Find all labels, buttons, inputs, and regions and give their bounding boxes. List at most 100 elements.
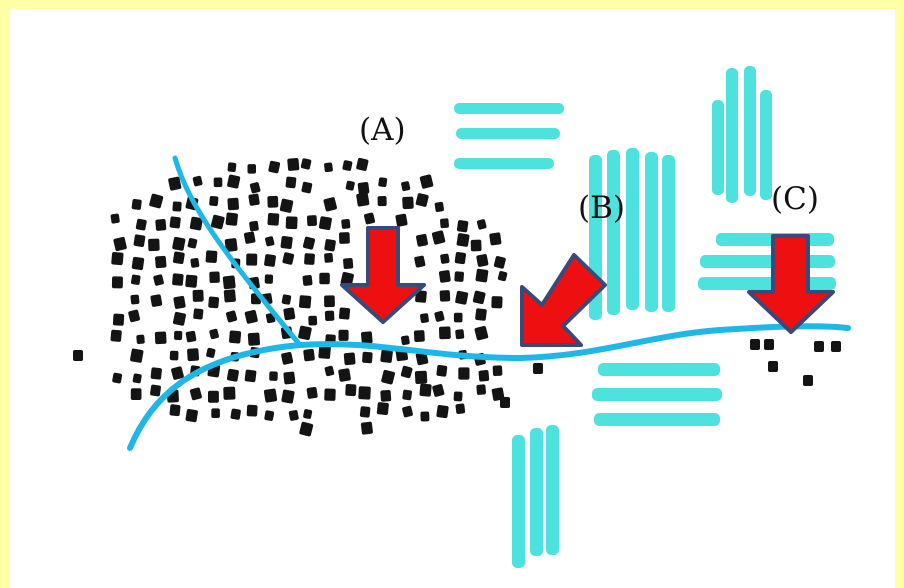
house-dot <box>472 290 486 305</box>
house-dot <box>324 295 335 308</box>
house-dot <box>458 367 470 380</box>
house-dot <box>112 372 123 384</box>
house-dot <box>432 384 445 397</box>
house-dot <box>345 180 355 191</box>
house-dot <box>419 174 434 189</box>
house-dot <box>474 325 489 341</box>
house-dot <box>455 290 469 305</box>
house-dot <box>224 238 238 252</box>
house-dot <box>338 368 351 382</box>
house-dot <box>149 193 164 209</box>
house-dot <box>453 312 463 323</box>
house-dot <box>283 371 296 385</box>
house-dot <box>227 197 240 211</box>
house-dot <box>341 218 351 229</box>
house-dot <box>132 373 142 384</box>
house-dot <box>213 177 223 188</box>
house-dot <box>338 329 349 341</box>
house-dot <box>281 389 295 404</box>
house-dot <box>414 370 428 384</box>
house-dot <box>148 238 160 252</box>
house-dot <box>110 213 120 224</box>
house-dot <box>415 193 429 207</box>
house-dot <box>172 201 182 212</box>
house-dot <box>187 348 200 362</box>
house-dot <box>300 158 312 170</box>
house-dot <box>285 176 297 189</box>
house-dot <box>172 251 185 265</box>
house-dot <box>268 160 281 174</box>
house-dot <box>376 402 389 416</box>
house-dot <box>343 352 356 366</box>
house-dot <box>281 352 294 365</box>
house-dot <box>455 329 465 340</box>
house-dot <box>267 195 279 208</box>
house-dot <box>279 198 294 213</box>
house-dot <box>415 290 427 303</box>
house-dot <box>324 365 335 377</box>
house-dot <box>172 236 186 251</box>
house-dot <box>440 253 450 264</box>
house-dot <box>533 363 543 374</box>
house-dot <box>378 177 388 188</box>
house-dot <box>264 274 274 284</box>
house-dot <box>185 274 198 288</box>
house-dot <box>318 345 331 359</box>
house-dot <box>402 389 413 401</box>
house-dot <box>187 238 198 249</box>
house-dot <box>169 350 179 361</box>
house-dot <box>210 214 225 230</box>
house-dot <box>285 216 298 230</box>
house-dot <box>439 290 451 302</box>
house-dot <box>492 365 503 377</box>
house-dot <box>476 219 487 230</box>
house-dot <box>155 255 167 269</box>
house-dot <box>356 157 369 171</box>
house-dot <box>750 339 760 350</box>
house-dot <box>362 351 373 364</box>
house-dot <box>414 255 426 268</box>
house-dot <box>359 406 371 418</box>
house-dot <box>489 232 502 246</box>
house-dot <box>173 311 186 326</box>
house-dot <box>246 404 258 417</box>
house-dot <box>209 328 219 340</box>
house-dot <box>419 383 432 397</box>
house-dot <box>364 212 376 225</box>
house-dot <box>223 289 236 303</box>
house-dot <box>136 334 145 344</box>
house-dot <box>111 276 123 289</box>
house-dot <box>131 274 141 285</box>
house-dot <box>110 329 122 342</box>
house-dot <box>185 330 197 343</box>
house-dot <box>222 275 236 290</box>
house-dot <box>436 364 448 377</box>
house-dot <box>131 256 145 271</box>
house-dot <box>135 218 147 231</box>
house-dot <box>415 351 429 366</box>
house-dot <box>243 231 256 244</box>
house-dot <box>324 162 333 173</box>
house-dot <box>323 197 337 212</box>
house-dot <box>73 350 83 361</box>
house-dot <box>153 274 164 286</box>
house-dot <box>281 294 292 305</box>
house-dot <box>401 181 411 192</box>
house-dot <box>475 308 487 321</box>
house-dot <box>764 339 774 350</box>
house-dot <box>299 421 314 437</box>
house-dot <box>358 386 371 400</box>
house-dot <box>402 196 414 210</box>
house-dot <box>402 405 413 418</box>
settlement-houses <box>73 157 841 437</box>
house-dot <box>226 368 239 382</box>
house-dot <box>128 309 140 323</box>
house-dot <box>150 367 162 380</box>
house-dot <box>223 386 236 400</box>
house-dot <box>227 162 237 173</box>
house-dot <box>343 257 354 270</box>
house-dot <box>318 216 332 231</box>
river-tributary <box>172 155 303 348</box>
house-dot <box>301 181 313 194</box>
house-dot <box>308 315 318 326</box>
